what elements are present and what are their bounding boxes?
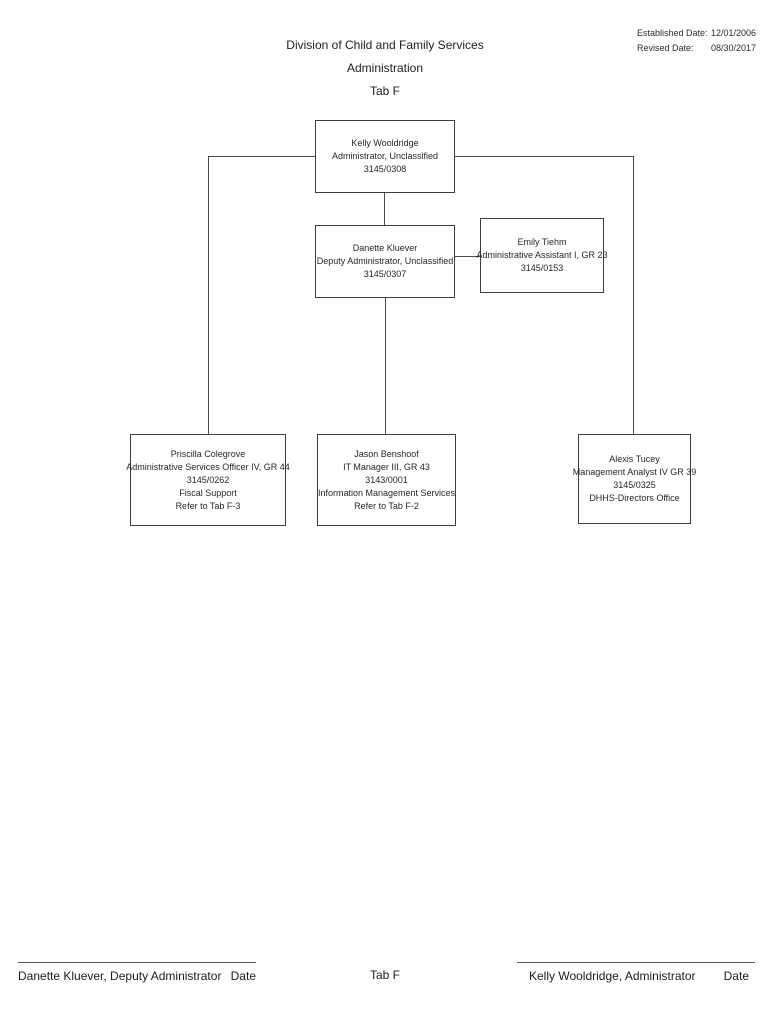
revised-date-label: Revised Date:	[637, 42, 694, 53]
signature-block-deputy-administrator: Danette Kluever, Deputy Administrator Da…	[18, 962, 256, 983]
org-box-priscilla-colegrove: Priscilla Colegrove Administrative Servi…	[126, 434, 290, 526]
signature-line	[517, 962, 755, 963]
connector-kelly-to-alexis-vertical	[633, 156, 634, 434]
position-number: 3145/0307	[363, 269, 407, 279]
signature-name-title: Danette Kluever, Deputy Administrator	[18, 969, 222, 983]
position-number: 3145/0308	[363, 164, 407, 174]
position-number: 3145/0262	[186, 474, 230, 485]
unit-name: DHHS-Directors Office	[589, 493, 680, 503]
person-title: IT Manager III, GR 43	[343, 461, 430, 472]
org-box-danette-kluever: Danette Kluever Deputy Administrator, Un…	[315, 225, 455, 298]
unit-name: Fiscal Support	[179, 487, 237, 498]
person-name: Kelly Wooldridge	[351, 138, 419, 148]
person-name: Emily Tiehm	[517, 237, 567, 247]
org-box-jason-benshoof: Jason Benshoof IT Manager III, GR 43 314…	[317, 434, 456, 526]
signature-date-label: Date	[230, 969, 256, 983]
org-box-emily-tiehm: Emily Tiehm Administrative Assistant I, …	[476, 218, 608, 293]
tab-reference: Refer to Tab F-2	[354, 500, 419, 511]
unit-name: Information Management Services	[317, 487, 456, 498]
connector-kelly-to-priscilla-vertical	[208, 156, 209, 434]
revised-date-row: Revised Date: 08/30/2017	[637, 41, 756, 56]
position-number: 3143/0001	[365, 474, 408, 485]
established-date-value: 12/01/2006	[711, 28, 757, 38]
person-title: Administrative Services Officer IV, GR 4…	[126, 461, 290, 472]
connector-kelly-to-priscilla-horizontal	[208, 156, 315, 157]
footer-tab-label: Tab F	[369, 968, 400, 982]
person-title: Management Analyst IV GR 39	[572, 467, 697, 477]
connector-kelly-to-danette	[384, 193, 385, 225]
connector-danette-to-jason	[385, 298, 386, 434]
org-box-kelly-wooldridge: Kelly Wooldridge Administrator, Unclassi…	[315, 120, 455, 193]
person-title: Deputy Administrator, Unclassified	[316, 256, 454, 266]
position-number: 3145/0325	[613, 480, 656, 490]
established-date-row: Established Date: 12/01/2006	[637, 26, 756, 41]
connector-kelly-to-alexis-horizontal	[455, 156, 633, 157]
org-box-alexis-tucey: Alexis Tucey Management Analyst IV GR 39…	[573, 434, 696, 524]
position-number: 3145/0153	[520, 263, 564, 273]
signature-block-administrator: Kelly Wooldridge, Administrator Date	[517, 962, 755, 983]
connector-danette-to-emily	[455, 256, 480, 257]
date-meta-block: Established Date: 12/01/2006 Revised Dat…	[637, 26, 756, 55]
revised-date-value: 08/30/2017	[711, 42, 757, 53]
page-title: Division of Child and Family Services Ad…	[0, 34, 770, 103]
tab-reference: Refer to Tab F-3	[175, 500, 241, 511]
signature-date-label: Date	[723, 969, 749, 983]
person-title: Administrator, Unclassified	[331, 151, 439, 161]
title-administration: Administration	[346, 61, 424, 75]
title-division: Division of Child and Family Services	[286, 38, 484, 52]
person-title: Administrative Assistant I, GR 23	[476, 250, 608, 260]
person-name: Danette Kluever	[352, 243, 418, 253]
person-name: Jason Benshoof	[354, 448, 419, 459]
person-name: Alexis Tucey	[609, 454, 660, 464]
title-tab: Tab F	[369, 84, 400, 98]
established-date-label: Established Date:	[637, 28, 708, 38]
person-name: Priscilla Colegrove	[170, 448, 246, 459]
signature-line	[18, 962, 256, 963]
signature-name-title: Kelly Wooldridge, Administrator	[529, 969, 696, 983]
